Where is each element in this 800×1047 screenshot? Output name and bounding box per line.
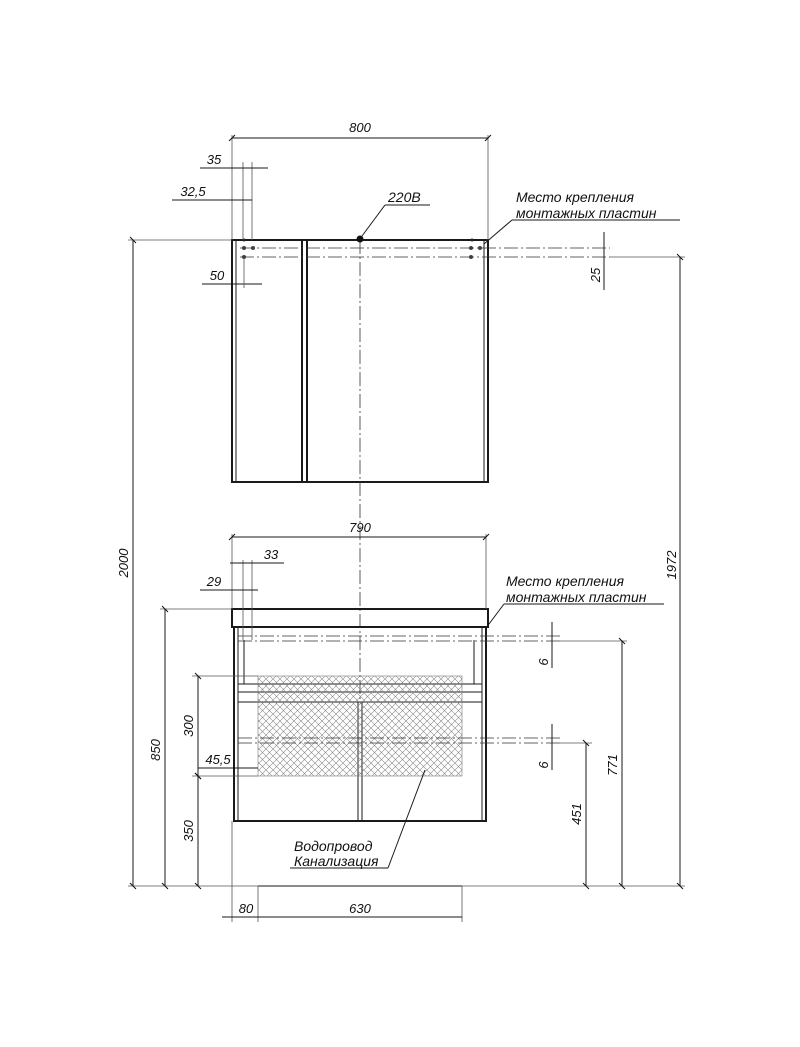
dim-630-label: 630 [349,901,371,916]
dim-2000-label: 2000 [116,548,131,579]
dim-33-label: 33 [264,547,279,562]
dim-25-label: 25 [588,267,603,283]
mount-note-bottom: Место крепления монтажных пластин [485,573,664,629]
dim-6-top-label: 6 [536,658,551,666]
dim-800-label: 800 [349,120,371,135]
dim-451-label: 451 [569,803,584,825]
mount-top-line1: Место крепления [516,189,635,205]
dim-850-label: 850 [148,738,163,760]
vanity-unit [231,608,560,887]
dim-vanity-offsets: 33 29 [200,547,284,640]
mirror-cabinet [231,235,610,700]
dim-45-5-label: 45,5 [205,752,231,767]
mount-note-top: Место крепления монтажных пластин [483,189,680,245]
dim-350-label: 350 [181,819,196,841]
dim-cabinet-width: 800 [228,120,492,240]
plumbing-line1: Водопровод [294,838,373,854]
dim-50-label: 50 [210,268,225,283]
power-label: 220В [387,189,421,205]
dim-1972-label: 1972 [664,550,679,580]
dim-vanity-width: 790 [228,520,490,609]
dim-35-label: 35 [207,152,222,167]
dim-6-bottom-label: 6 [536,761,551,769]
plumbing-line2: Канализация [294,853,379,869]
dim-right-heights: 1972 771 451 6 6 [462,253,685,890]
dim-left-heights: 2000 850 300 350 45,5 [116,236,258,890]
dim-29-label: 29 [206,574,221,589]
dim-32-5-label: 32,5 [180,184,206,199]
plumbing-note: Водопровод Канализация [290,769,426,869]
dim-bottom-widths: 80 630 [222,821,463,922]
mount-top-line2: монтажных пластин [516,205,657,221]
mount-bottom-line2: монтажных пластин [506,589,647,605]
mount-bottom-line1: Место крепления [506,573,625,589]
dim-790-label: 790 [349,520,371,535]
power-outlet-icon [356,235,364,243]
power-note: 220В [361,189,430,237]
dim-771-label: 771 [605,754,620,776]
dim-cabinet-offsets: 35 32,5 50 [172,152,268,288]
dim-80-label: 80 [239,901,254,916]
dim-300-label: 300 [181,714,196,736]
dim-25: 25 [588,232,605,290]
